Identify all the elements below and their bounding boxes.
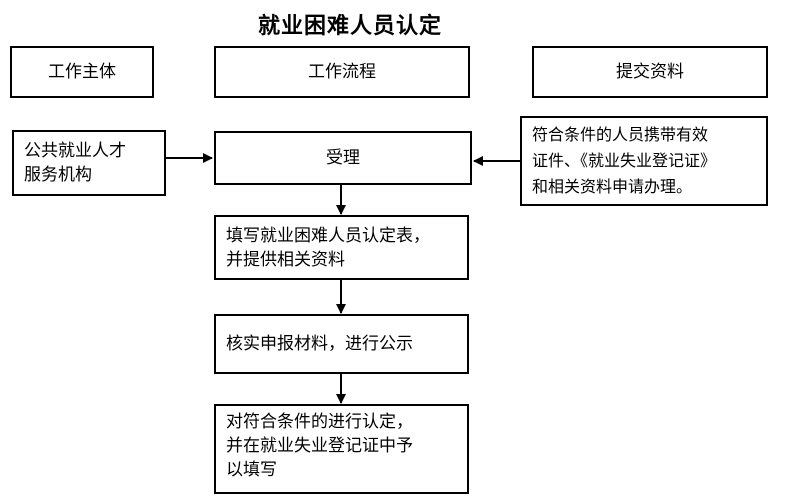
- step-certify: 对符合条件的进行认定， 并在就业失业登记证中予 以填写: [214, 404, 469, 494]
- agency-box: 公共就业人才 服务机构: [12, 130, 166, 196]
- step-verify-label: 核实申报材料，进行公示: [226, 334, 413, 354]
- header-work-process-label: 工作流程: [308, 62, 376, 82]
- agency-label: 公共就业人才 服务机构: [24, 141, 126, 185]
- materials-label: 符合条件的人员携带有效 证件、《就业失业登记证》 和相关资料申请办理。: [532, 125, 717, 196]
- step-accept-label: 受理: [326, 148, 360, 168]
- header-work-process: 工作流程: [214, 46, 470, 98]
- header-submit-materials-label: 提交资料: [616, 62, 684, 82]
- header-work-subject: 工作主体: [10, 46, 154, 98]
- materials-box: 符合条件的人员携带有效 证件、《就业失业登记证》 和相关资料申请办理。: [520, 116, 768, 206]
- step-verify: 核实申报材料，进行公示: [214, 314, 469, 374]
- header-work-subject-label: 工作主体: [48, 62, 116, 82]
- header-submit-materials: 提交资料: [532, 46, 768, 98]
- step-fill-form-label: 填写就业困难人员认定表， 并提供相关资料: [226, 225, 430, 270]
- step-accept: 受理: [214, 131, 472, 185]
- step-certify-label: 对符合条件的进行认定， 并在就业失业登记证中予 以填写: [226, 412, 413, 480]
- page-title: 就业困难人员认定: [257, 14, 442, 39]
- step-fill-form: 填写就业困难人员认定表， 并提供相关资料: [214, 215, 469, 280]
